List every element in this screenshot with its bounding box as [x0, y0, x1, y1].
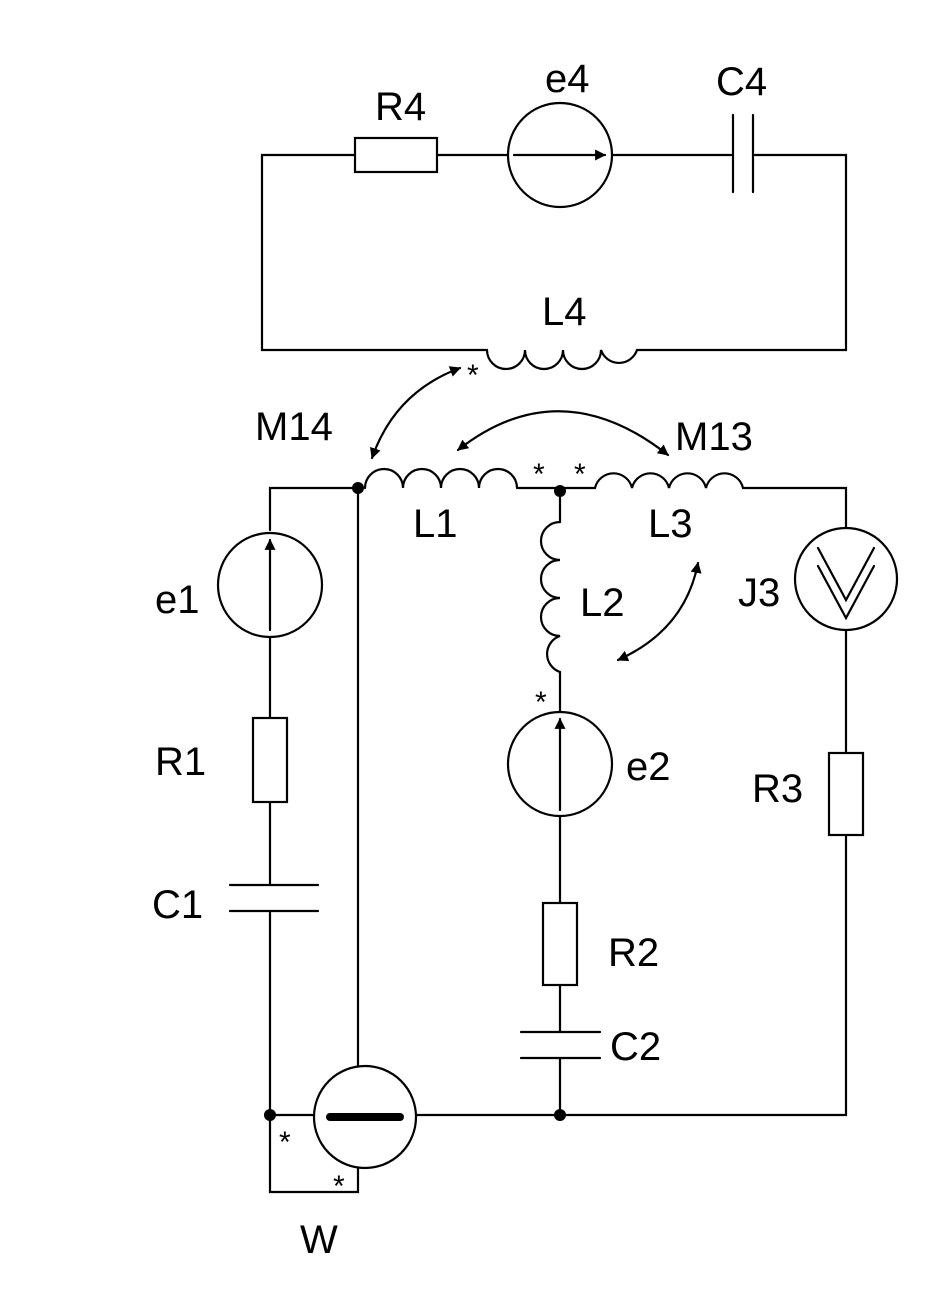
label-r2: R2	[608, 931, 659, 975]
label-l2: L2	[580, 581, 625, 625]
label-r4: R4	[375, 85, 426, 129]
capacitor-c2	[519, 1030, 602, 1060]
label-r3: R3	[752, 767, 803, 811]
label-c1: C1	[152, 883, 203, 927]
resistor-r4	[353, 136, 439, 174]
polarity-star: *	[535, 686, 547, 719]
label-m14: M14	[255, 405, 333, 449]
label-e1: e1	[155, 578, 200, 622]
resistor-r1	[251, 716, 289, 804]
polarity-star: *	[467, 359, 479, 392]
mutual-arrow-m13	[456, 410, 670, 457]
top-loop	[260, 101, 848, 371]
label-w: W	[300, 1218, 338, 1262]
label-l1: L1	[413, 502, 458, 546]
junction-dot	[554, 485, 566, 497]
resistor-r3	[827, 751, 865, 837]
junction-dot	[264, 1109, 276, 1121]
inductor-l2	[539, 520, 562, 674]
polarity-star: *	[279, 1126, 291, 1159]
junction-dot	[554, 1109, 566, 1121]
capacitor-c1	[228, 883, 320, 913]
polarity-star: *	[533, 458, 545, 491]
inductor-l3	[593, 472, 745, 490]
current-source-j3	[793, 526, 899, 632]
junction-dot	[352, 482, 364, 494]
label-e2: e2	[626, 745, 671, 789]
mutual-arrow-m23	[616, 561, 702, 662]
polarity-star: *	[333, 1170, 345, 1203]
label-r1: R1	[155, 740, 206, 784]
label-m13: M13	[675, 415, 753, 459]
resistor-r2	[541, 901, 579, 987]
source-e1	[216, 531, 324, 639]
label-c2: C2	[610, 1025, 661, 1069]
source-e2	[506, 710, 614, 818]
capacitor-c4	[731, 113, 755, 194]
wattmeter-w	[312, 1064, 418, 1170]
mutual-arrow-m14	[370, 366, 462, 460]
polarity-star: *	[574, 458, 586, 491]
inductor-l4	[485, 348, 639, 371]
label-l4: L4	[542, 290, 587, 334]
label-c4: C4	[716, 60, 767, 104]
inductor-l1	[363, 467, 519, 490]
wire-top-loop	[260, 153, 848, 352]
source-e4	[506, 101, 614, 209]
label-e4: e4	[545, 57, 590, 101]
label-j3: J3	[738, 571, 780, 615]
label-l3: L3	[648, 502, 693, 546]
